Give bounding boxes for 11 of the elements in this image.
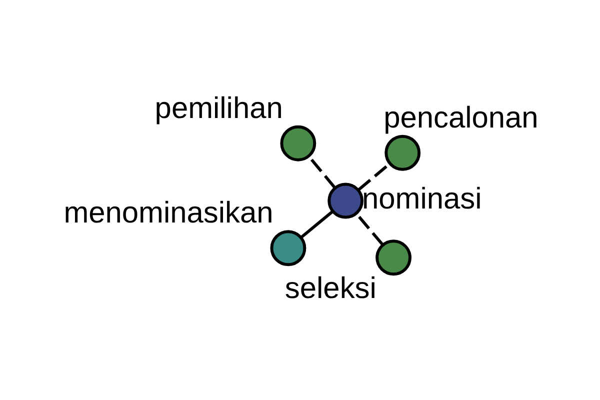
node-circle (280, 124, 316, 161)
connector (300, 210, 333, 238)
node-circle (384, 134, 420, 170)
node-circle (270, 230, 306, 266)
node-label: pemilihan (154, 91, 282, 124)
node-label: seleksi (284, 272, 376, 305)
node-label: pencalonan (383, 100, 538, 134)
node-circle (375, 239, 411, 276)
node-label: nominasi (362, 182, 482, 215)
node-circle (327, 182, 364, 218)
node-label: menominasikan (63, 196, 273, 230)
